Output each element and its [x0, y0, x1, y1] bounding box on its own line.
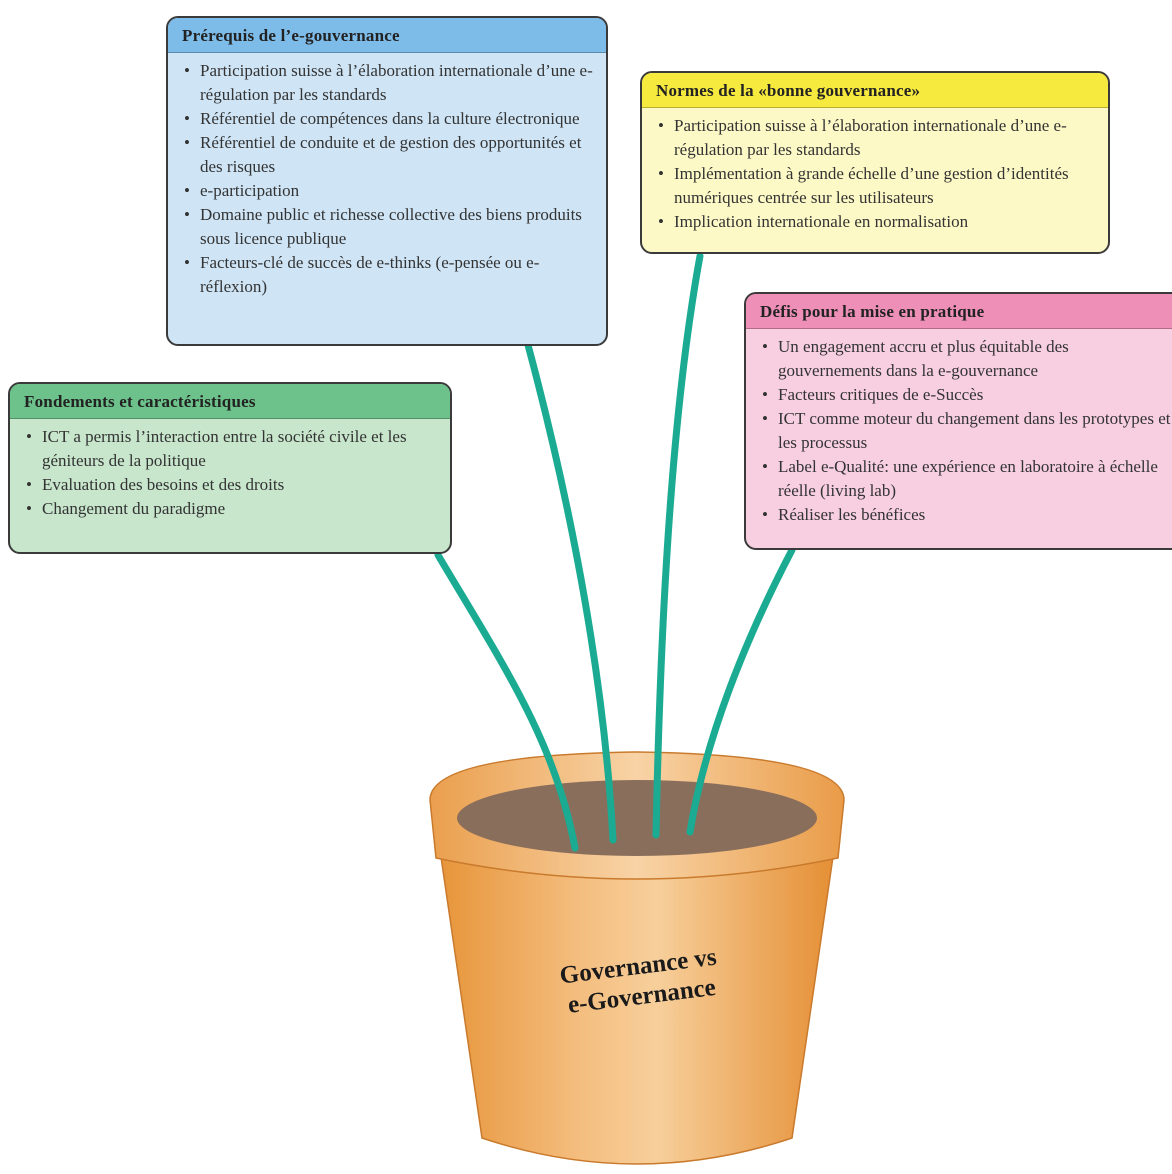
list-item: Facteurs-clé de succès de e-thinks (e-pe… — [180, 251, 594, 299]
list-item: ICT comme moteur du changement dans les … — [758, 407, 1172, 455]
list-item: Label e-Qualité: une expérience en labor… — [758, 455, 1172, 503]
card-normes-title: Normes de la «bonne gouvernance» — [642, 73, 1108, 108]
pot-soil — [457, 780, 817, 856]
card-normes: Normes de la «bonne gouvernance» Partici… — [640, 71, 1110, 254]
list-item: Réaliser les bénéfices — [758, 503, 1172, 527]
card-prerequis-list: Participation suisse à l’élaboration int… — [168, 53, 606, 307]
list-item: Référentiel de conduite et de gestion de… — [180, 131, 594, 179]
list-item: Un engagement accru et plus équitable de… — [758, 335, 1172, 383]
stem-normes — [652, 252, 704, 839]
list-item: Changement du paradigme — [22, 497, 438, 521]
list-item: Référentiel de compétences dans la cultu… — [180, 107, 594, 131]
card-normes-list: Participation suisse à l’élaboration int… — [642, 108, 1108, 242]
card-defis-list: Un engagement accru et plus équitable de… — [746, 329, 1172, 535]
list-item: e-participation — [180, 179, 594, 203]
card-defis: Défis pour la mise en pratique Un engage… — [744, 292, 1172, 550]
list-item: Implication internationale en normalisat… — [654, 210, 1096, 234]
stem-prerequis — [524, 341, 617, 844]
card-fondements-title: Fondements et caractéristiques — [10, 384, 450, 419]
list-item: Domaine public et richesse collective de… — [180, 203, 594, 251]
card-defis-title: Défis pour la mise en pratique — [746, 294, 1172, 329]
list-item: Facteurs critiques de e-Succès — [758, 383, 1172, 407]
pot-body — [439, 849, 835, 1165]
card-fondements-list: ICT a permis l’interaction entre la soci… — [10, 419, 450, 529]
stem-fondements — [434, 551, 579, 852]
card-prerequis-title: Prérequis de l’e-gouvernance — [168, 18, 606, 53]
card-fondements: Fondements et caractéristiques ICT a per… — [8, 382, 452, 554]
list-item: Evaluation des besoins et des droits — [22, 473, 438, 497]
card-prerequis: Prérequis de l’e-gouvernance Participati… — [166, 16, 608, 346]
stem-defis — [686, 546, 796, 836]
stems — [434, 252, 796, 852]
list-item: Implémentation à grande échelle d’une ge… — [654, 162, 1096, 210]
list-item: ICT a permis l’interaction entre la soci… — [22, 425, 438, 473]
list-item: Participation suisse à l’élaboration int… — [180, 59, 594, 107]
list-item: Participation suisse à l’élaboration int… — [654, 114, 1096, 162]
